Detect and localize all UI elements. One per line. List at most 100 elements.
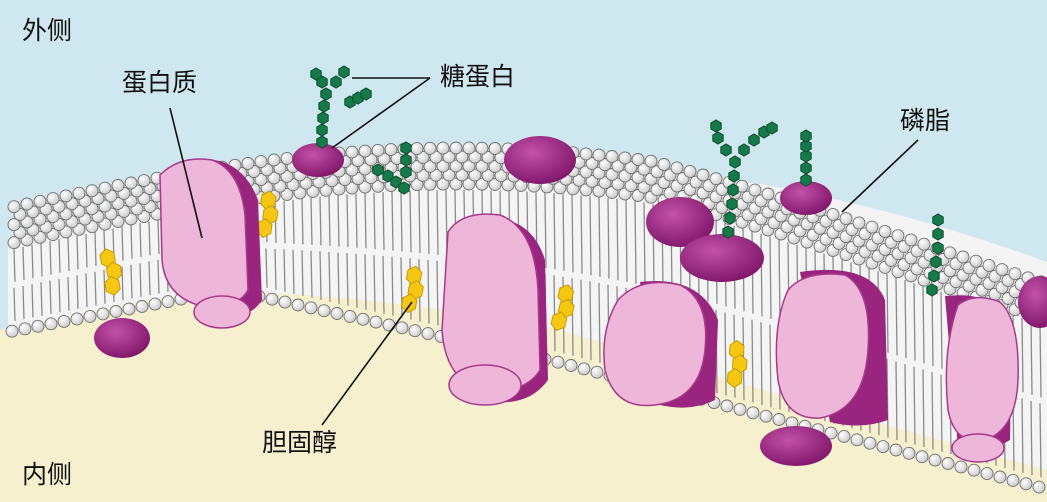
- phospholipid-head: [1019, 477, 1033, 491]
- phospholipid-head: [332, 182, 346, 196]
- sugar-unit: [360, 87, 372, 101]
- phospholipid-head: [306, 185, 320, 198]
- phospholipid-head: [291, 298, 305, 312]
- sugar-unit: [398, 181, 410, 195]
- phospholipid-head: [442, 150, 456, 164]
- phospholipid-head: [551, 355, 565, 369]
- phospholipid-head: [7, 200, 21, 214]
- sugar-unit: [310, 67, 322, 81]
- phospholipid-head: [683, 164, 697, 178]
- integral-protein-3: [603, 281, 718, 408]
- phospholipid-head: [837, 429, 851, 443]
- phospholipid-head: [241, 156, 255, 170]
- phospholipid-head: [369, 315, 383, 329]
- phospholipid-head: [826, 207, 840, 221]
- phospholipid-head: [455, 150, 469, 164]
- phospholipid-head: [449, 141, 463, 155]
- sugar-unit: [932, 213, 944, 227]
- sugar-unit: [800, 173, 812, 187]
- phospholipid-head: [982, 258, 996, 272]
- phospholipid-head: [345, 145, 359, 159]
- integral-protein-5: [945, 295, 1019, 463]
- phospholipid-head: [618, 151, 632, 165]
- protein-top-3: [646, 197, 714, 247]
- phospholipid-head: [902, 446, 916, 460]
- phospholipid-head: [72, 186, 86, 200]
- phospholipid-head: [317, 304, 331, 318]
- phospholipid-head: [590, 365, 604, 379]
- phospholipid-head: [462, 159, 476, 173]
- phospholipid-head: [943, 246, 957, 260]
- sugar-unit: [800, 149, 812, 163]
- phospholipid-head: [824, 426, 838, 440]
- phospholipid-head: [720, 399, 734, 413]
- phospholipid-head: [416, 150, 430, 164]
- phospholipid-head: [278, 295, 292, 309]
- pointer-protein: [169, 107, 203, 239]
- sugar-unit: [316, 135, 328, 149]
- phospholipid-head: [423, 177, 437, 191]
- phospholipid-head: [696, 168, 710, 182]
- phospholipid-head: [585, 156, 599, 170]
- phospholipid-head: [772, 413, 786, 426]
- phospholipid-head: [585, 174, 599, 188]
- sugar-unit: [926, 283, 938, 297]
- sugar-unit: [729, 155, 741, 169]
- phospholipid-head: [733, 402, 747, 416]
- sugar-unit: [320, 87, 332, 101]
- phospholipid-head: [475, 141, 489, 155]
- phospholipid-head: [1006, 473, 1020, 487]
- phospholipid-head: [345, 181, 359, 195]
- phospholipid-head: [395, 321, 409, 335]
- phospholipid-head: [330, 307, 344, 320]
- phospholipid-head: [83, 309, 97, 323]
- phospholipid-head: [137, 174, 151, 188]
- peripheral-proteins: [94, 136, 1047, 466]
- phospholipid-head: [319, 183, 333, 197]
- phospholipid-head: [280, 187, 294, 201]
- phospholipid-head: [746, 406, 760, 420]
- sugar-unit: [710, 119, 722, 133]
- pointer-cholesterol: [321, 301, 413, 426]
- protein-top-5: [780, 181, 832, 215]
- phospholipid-head: [657, 158, 671, 171]
- sugar-unit: [720, 143, 732, 157]
- phospholipid-head: [876, 440, 890, 454]
- phospholipid-head: [644, 154, 658, 168]
- sugar-unit: [338, 65, 350, 79]
- phospholipid-head: [904, 233, 918, 247]
- phospholipid-head: [748, 183, 762, 197]
- phospholipid-head: [384, 143, 398, 157]
- sugar-unit: [400, 153, 412, 167]
- phospholipid-head: [57, 314, 71, 328]
- sugar-unit: [800, 129, 812, 143]
- phospholipid-head: [577, 362, 591, 376]
- phospholipid-head: [481, 150, 495, 164]
- phospholipid-head: [304, 301, 318, 315]
- phospholipid-head: [1008, 267, 1022, 281]
- phospholipid-head: [954, 460, 968, 474]
- phospholipid-head: [358, 162, 372, 176]
- phospholipid-head: [980, 467, 994, 481]
- phospholipid-head: [345, 163, 359, 177]
- phospholipid-head: [423, 159, 437, 173]
- phospholipid-head: [598, 158, 612, 172]
- sugar-unit: [800, 161, 812, 175]
- phospholipid-head: [254, 155, 268, 169]
- phospholipid-head: [631, 153, 645, 166]
- phospholipid-head: [371, 143, 385, 157]
- phospholipid-head: [455, 168, 469, 182]
- phospholipid-head: [481, 168, 495, 182]
- sugar-unit: [317, 111, 329, 125]
- phospholipid-head: [501, 178, 515, 192]
- protein-top-2: [504, 136, 576, 184]
- phospholipid-head: [611, 159, 625, 173]
- phospholipid-head: [122, 302, 136, 316]
- phospholipid-head: [436, 159, 450, 173]
- sugar-unit: [372, 163, 384, 177]
- pointer-lines: [169, 77, 919, 426]
- phospholipid-head: [579, 147, 593, 161]
- phospholipid-head: [135, 300, 149, 313]
- phospholipid-head: [839, 212, 853, 226]
- sugar-unit: [400, 165, 412, 179]
